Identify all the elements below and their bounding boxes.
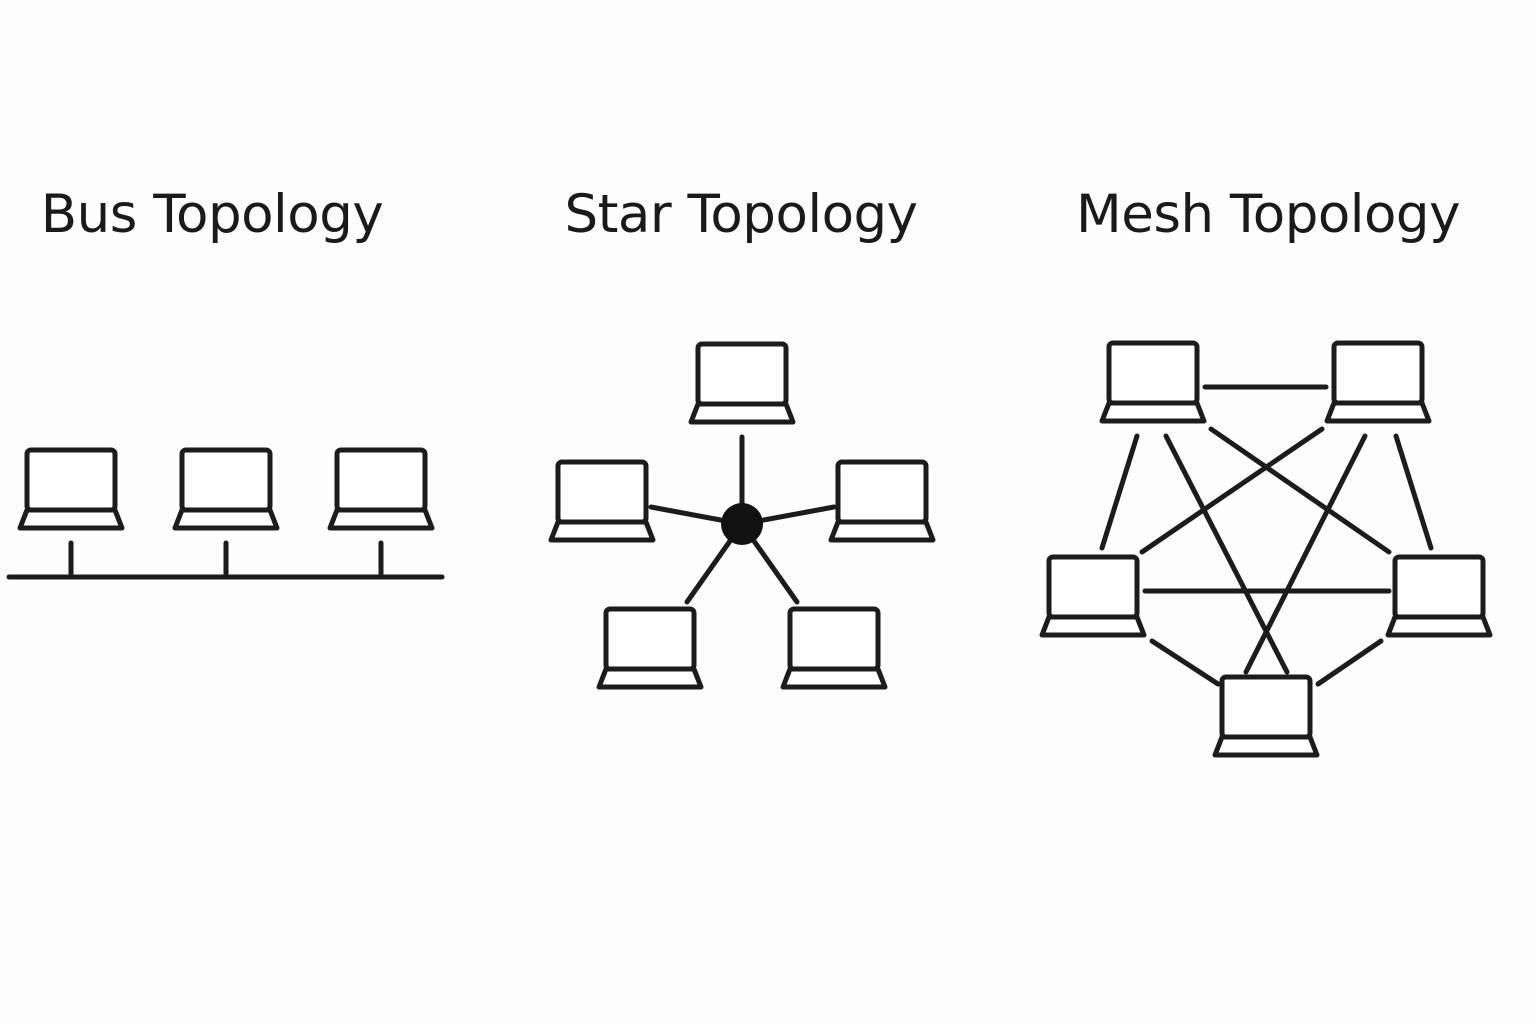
laptop-icon <box>1385 554 1493 638</box>
laptop-icon <box>688 341 796 425</box>
star-topology-title: Star Topology <box>564 184 917 245</box>
bus-topology-panel <box>6 447 445 580</box>
mesh-link-line <box>1149 638 1221 687</box>
central-hub-node <box>721 503 763 545</box>
laptop-icon <box>1212 674 1320 758</box>
laptop-icon <box>327 447 435 531</box>
laptop-icon <box>780 606 888 690</box>
mesh-link-line <box>1139 426 1325 555</box>
mesh-link-line <box>1243 433 1368 675</box>
laptop-icon <box>17 447 125 531</box>
laptop-icon <box>1324 340 1432 424</box>
mesh-link-line <box>1315 638 1384 687</box>
laptop-icon <box>172 447 280 531</box>
laptop-icon <box>548 459 656 543</box>
laptop-icon <box>596 606 704 690</box>
mesh-link-line <box>1208 426 1392 555</box>
mesh-topology-panel <box>1039 340 1493 758</box>
mesh-link-line <box>1393 433 1434 551</box>
laptop-icon <box>828 459 936 543</box>
mesh-link-line <box>1099 433 1140 551</box>
star-topology-panel <box>548 341 936 690</box>
bus-topology-title: Bus Topology <box>41 184 383 245</box>
laptop-icon <box>1099 340 1207 424</box>
laptop-icon <box>1039 554 1147 638</box>
mesh-topology-title: Mesh Topology <box>1076 184 1460 245</box>
